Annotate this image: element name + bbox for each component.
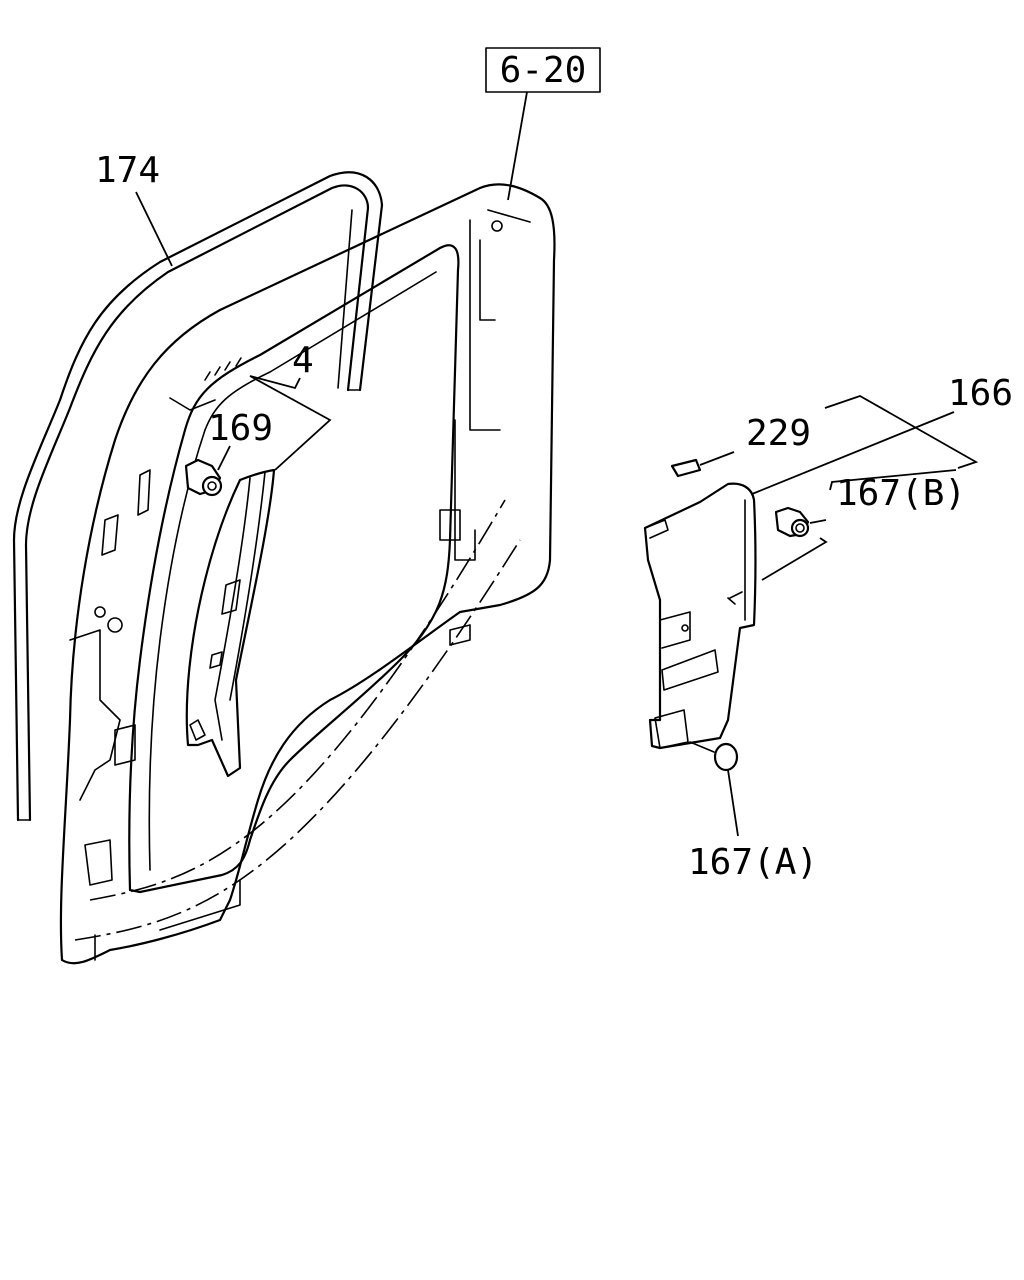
pillar-garnish xyxy=(185,468,276,778)
door-panel xyxy=(59,183,556,965)
label-167a: 167(A) xyxy=(688,842,818,883)
reference-box: 6-20 xyxy=(485,47,601,93)
leader-lines xyxy=(135,91,979,837)
pad-229 xyxy=(670,458,702,478)
label-174: 174 xyxy=(95,150,160,191)
trim-panel xyxy=(643,482,757,750)
clip-167b xyxy=(774,506,810,538)
label-229: 229 xyxy=(746,413,811,454)
push-pin-167a xyxy=(689,741,739,772)
clip-169 xyxy=(184,458,223,497)
weatherstrip-seal xyxy=(12,171,384,822)
reference-box-label: 6-20 xyxy=(500,50,587,91)
label-4: 4 xyxy=(292,340,314,381)
label-166: 166 xyxy=(948,373,1013,414)
label-169: 169 xyxy=(208,408,273,449)
